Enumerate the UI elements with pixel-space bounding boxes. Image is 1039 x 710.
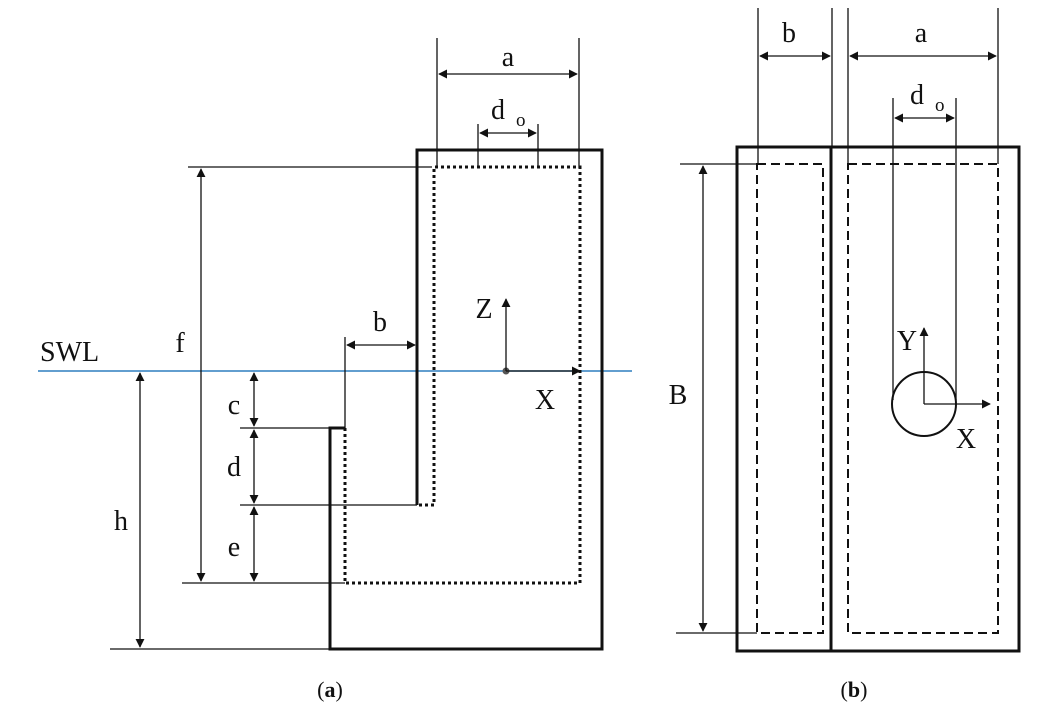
label-swl: SWL (40, 337, 99, 368)
label-do-sub: o (516, 110, 526, 131)
label-do2-sub: o (935, 95, 945, 116)
label-a2: a (915, 18, 928, 49)
label-x: X (535, 385, 555, 416)
label-do: d (491, 95, 505, 126)
inner-chamber-dotted (343, 165, 582, 585)
body-outline (328, 148, 604, 651)
label-z: Z (475, 294, 492, 325)
label-x2: X (956, 424, 976, 455)
label-c: c (228, 390, 240, 421)
plan-outline (735, 145, 1021, 653)
chamber-b-dashed (756, 163, 824, 634)
chamber-a-dashed (847, 163, 999, 634)
label-b: b (373, 307, 387, 338)
label-do2: d (910, 80, 924, 111)
label-y: Y (897, 326, 917, 357)
label-b2: b (782, 18, 796, 49)
figure-a: a d o b Z X SWL f c d e (38, 38, 632, 702)
label-f: f (175, 328, 185, 359)
label-h: h (114, 506, 128, 537)
caption-b: (b) (841, 677, 868, 702)
label-d: d (227, 452, 241, 483)
label-e: e (228, 532, 240, 563)
label-a: a (502, 42, 515, 73)
figure-b: b a d o B Y X (b) (669, 8, 1021, 702)
label-B: B (669, 380, 688, 411)
caption-a: (a) (317, 677, 343, 702)
